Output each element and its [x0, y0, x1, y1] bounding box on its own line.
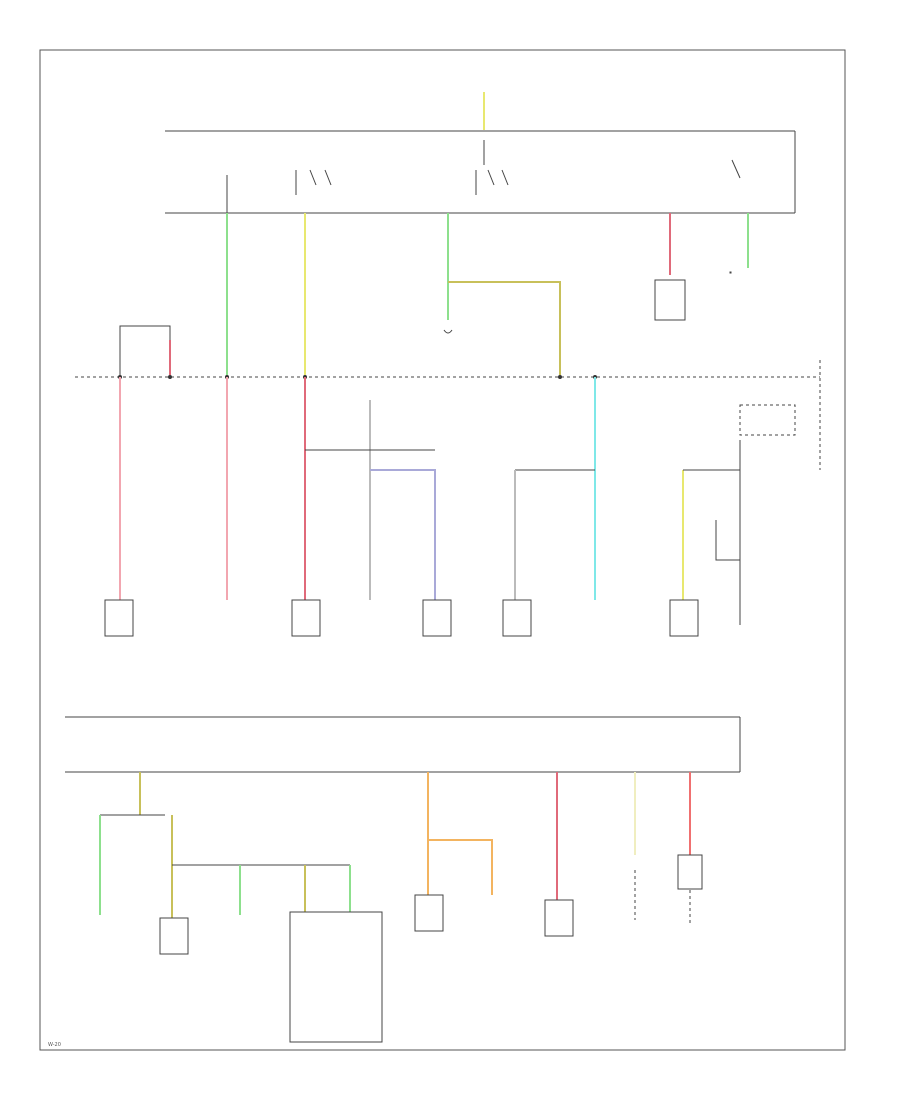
lower-bus — [65, 716, 741, 773]
diagram-frame — [39, 49, 846, 1051]
upper-branch-wires — [119, 175, 749, 375]
page-code: W-20 — [48, 1042, 61, 1048]
lower-branch-wires — [99, 772, 691, 925]
relay-switch-icon — [295, 140, 741, 195]
top-feed — [165, 92, 796, 214]
middle-branch-wires — [119, 377, 796, 625]
splice-dot-icon — [729, 271, 732, 274]
middle-components — [104, 599, 699, 637]
ground-icon — [443, 329, 453, 334]
lower-components — [159, 854, 703, 1043]
component-box-icon — [654, 279, 686, 321]
middle-bus — [75, 360, 821, 470]
